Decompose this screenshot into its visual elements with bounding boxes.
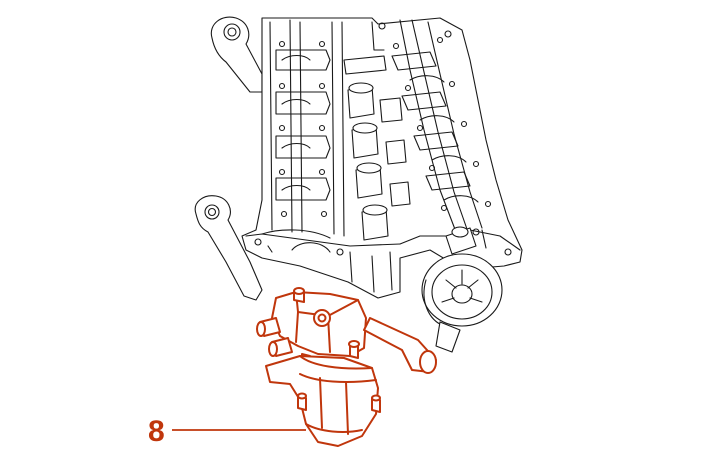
vacuum-pump xyxy=(421,226,503,353)
injector-wells xyxy=(343,55,411,241)
cylinder-head xyxy=(194,16,523,353)
upper-lifting-bracket xyxy=(210,16,263,93)
highlighted-component-8 xyxy=(256,287,437,447)
callout: 8 xyxy=(148,415,306,448)
lower-lifting-bracket xyxy=(194,195,263,301)
exhaust-camshaft xyxy=(371,19,492,233)
intake-camshaft xyxy=(275,40,331,218)
callout-label: 8 xyxy=(148,415,165,448)
